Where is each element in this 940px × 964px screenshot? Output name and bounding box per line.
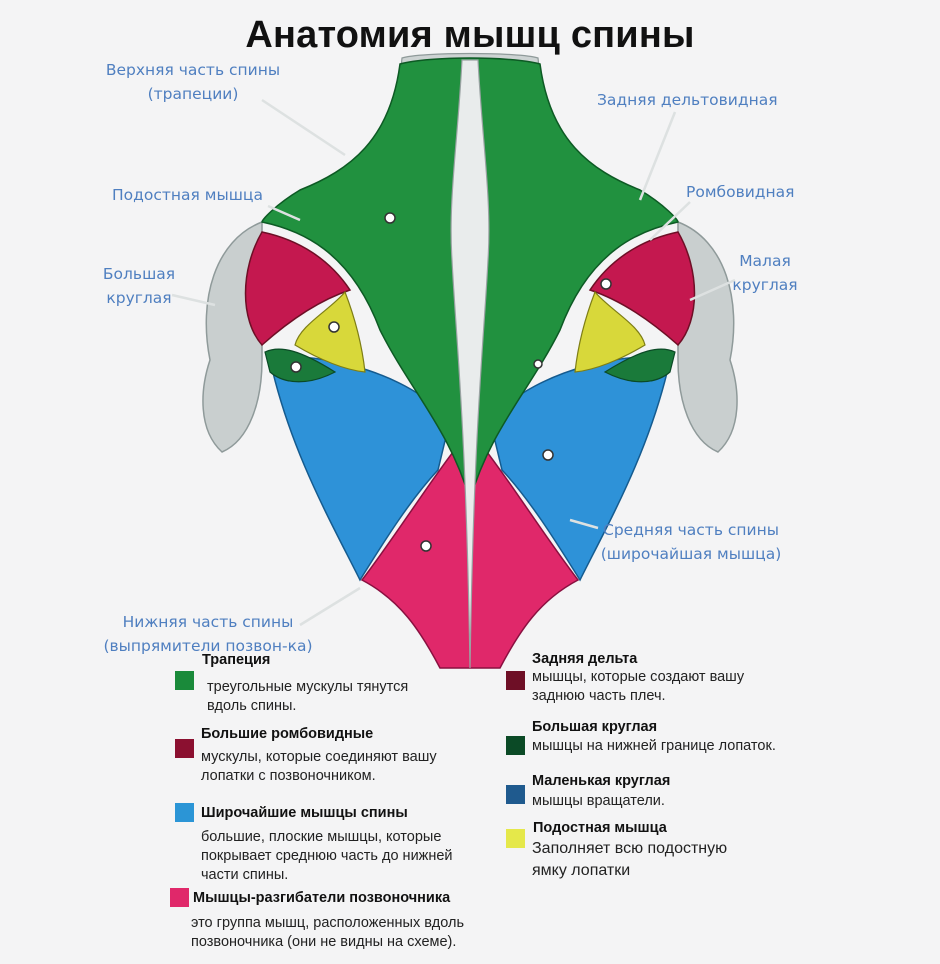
legend-swatch-rear-delt xyxy=(506,671,525,690)
legend-title-erector: Мышцы-разгибатели позвоночника xyxy=(193,890,451,906)
label-mid-back: Средняя часть спины(широчайшая мышца) xyxy=(600,521,782,563)
legend-swatch-trapezius xyxy=(175,671,194,690)
legend-swatch-erector xyxy=(170,888,189,907)
legend-swatch-teres-major xyxy=(506,736,525,755)
legend-title-trapezius: Трапеция xyxy=(202,652,271,668)
legend-title-teres-minor: Маленькая круглая xyxy=(532,773,671,789)
legend-swatch-infraspinatus xyxy=(506,829,525,848)
label-rear-delt: Задняя дельтовидная xyxy=(597,91,778,109)
page-title: Анатомия мышц спины xyxy=(245,14,695,56)
infraspinatus-right xyxy=(574,290,646,373)
label-rhomboid: Ромбовидная xyxy=(686,183,795,201)
legend-title-latissimus: Широчайшие мышцы спины xyxy=(201,805,408,821)
legend-title-rear-delt: Задняя дельта xyxy=(532,651,638,667)
leader-lines xyxy=(171,98,736,627)
teres-right xyxy=(603,348,676,383)
marker-dots xyxy=(290,212,612,552)
label-upper-back: Верхняя часть спины(трапеции) xyxy=(105,61,281,103)
infraspinatus-left xyxy=(294,290,366,373)
legend-swatch-teres-minor xyxy=(506,785,525,804)
legend-desc-teres-major: мышцы на нижней границе лопаток. xyxy=(532,738,776,754)
legend-title-infraspinatus: Подостная мышца xyxy=(533,820,667,836)
label-lower-back: Нижняя часть спины(выпрямители позвон-ка… xyxy=(103,613,313,655)
legend-desc-teres-minor: мышцы вращатели. xyxy=(532,793,665,809)
legend-title-rhomboid: Большие ромбовидные xyxy=(201,726,374,742)
legend-swatch-rhomboid xyxy=(175,739,194,758)
spine xyxy=(450,59,490,669)
legend-swatch-latissimus xyxy=(175,803,194,822)
rear-delt-left xyxy=(244,231,352,347)
rear-delt-right xyxy=(588,231,696,347)
label-infraspinatus: Подостная мышца xyxy=(112,186,263,204)
legend-title-teres-major: Большая круглая xyxy=(532,719,658,735)
